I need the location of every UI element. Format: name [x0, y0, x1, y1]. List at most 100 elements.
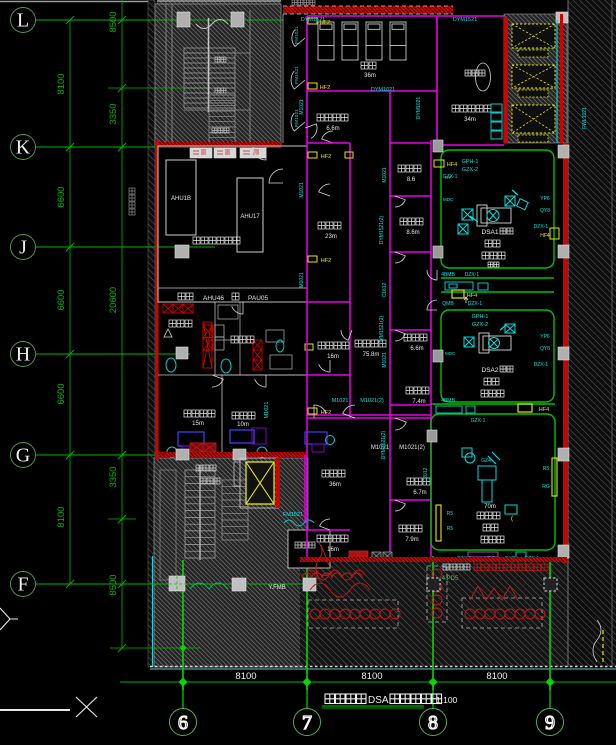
svg-text:75.8m: 75.8m — [363, 352, 380, 358]
svg-text:DSA1: DSA1 — [482, 229, 499, 236]
svg-text:K: K — [16, 137, 31, 159]
svg-text:4 PD5: 4 PD5 — [442, 576, 459, 582]
svg-text:8.6m: 8.6m — [406, 230, 419, 236]
svg-text:8100: 8100 — [235, 671, 256, 682]
svg-text:C1612: C1612 — [382, 282, 388, 297]
svg-text:G: G — [16, 445, 30, 467]
svg-text:36m: 36m — [364, 73, 376, 79]
svg-text:GZ4: GZ4 — [481, 458, 491, 464]
svg-text:M1021: M1021 — [382, 352, 388, 368]
svg-text:6600: 6600 — [56, 186, 67, 207]
svg-text:HF4: HF4 — [467, 293, 477, 299]
svg-text:HF4: HF4 — [447, 162, 457, 168]
svg-text:9: 9 — [545, 712, 555, 734]
svg-text:L: L — [17, 10, 29, 32]
svg-text:1:100: 1:100 — [436, 695, 458, 705]
svg-text:6.6m: 6.6m — [410, 346, 423, 352]
svg-text:DYM1521(2): DYM1521(2) — [379, 316, 385, 345]
svg-text:M1021: M1021 — [264, 402, 270, 419]
svg-text:DYM1521(2): DYM1521(2) — [381, 431, 387, 460]
svg-text:PAU05: PAU05 — [248, 295, 268, 302]
svg-text:MDC: MDC — [445, 351, 456, 356]
svg-text:GZX-2: GZX-2 — [462, 167, 478, 173]
svg-text:M1021: M1021 — [332, 398, 349, 404]
svg-text:6600: 6600 — [56, 289, 67, 310]
svg-text:16m: 16m — [327, 547, 339, 553]
svg-text:DYM1521(2): DYM1521(2) — [379, 216, 385, 245]
svg-text:HF2: HF2 — [321, 258, 331, 264]
svg-text:M1021: M1021 — [371, 445, 390, 451]
svg-text:8100: 8100 — [56, 506, 67, 527]
svg-text:HF4: HF4 — [540, 233, 550, 239]
svg-text:8500: 8500 — [108, 11, 119, 32]
svg-text:AHU1B: AHU1B — [171, 196, 191, 202]
svg-text:8100: 8100 — [361, 671, 382, 682]
svg-text:3350: 3350 — [108, 103, 119, 124]
svg-text:GZX-1: GZX-1 — [471, 418, 486, 424]
svg-text:GPH-1: GPH-1 — [472, 314, 489, 320]
svg-text:AHU17: AHU17 — [240, 214, 260, 220]
svg-text:FM1021: FM1021 — [294, 26, 300, 44]
svg-text:QY8: QY8 — [540, 346, 550, 352]
svg-text:8.6: 8.6 — [407, 177, 416, 183]
svg-text:8100: 8100 — [486, 671, 507, 682]
svg-text:KY: KY — [445, 175, 451, 180]
svg-text:DYM1021: DYM1021 — [416, 97, 422, 119]
svg-text:Y.FMB: Y.FMB — [268, 585, 286, 591]
svg-text:J: J — [19, 237, 27, 259]
svg-text:6.7m: 6.7m — [413, 490, 426, 496]
svg-text:M1021: M1021 — [299, 99, 305, 115]
svg-text:70m: 70m — [484, 504, 496, 510]
svg-text:GPH-1: GPH-1 — [462, 159, 479, 165]
svg-text:C2012: C2012 — [423, 467, 429, 482]
svg-text:HF2: HF2 — [321, 154, 331, 160]
svg-text:M1021: M1021 — [299, 272, 305, 288]
svg-text:34m: 34m — [464, 117, 476, 123]
svg-text:AHU46: AHU46 — [203, 295, 224, 302]
svg-text:FM1521: FM1521 — [294, 66, 300, 84]
svg-text:M1021: M1021 — [382, 167, 388, 183]
svg-text:6: 6 — [178, 712, 188, 734]
svg-text:10m: 10m — [237, 422, 249, 428]
svg-text:(: ( — [511, 516, 513, 522]
svg-text:6600: 6600 — [56, 383, 67, 404]
svg-text:7.4m: 7.4m — [412, 399, 425, 405]
svg-text:YP6: YP6 — [540, 196, 550, 202]
svg-text:DZX-1: DZX-1 — [534, 224, 549, 230]
svg-text:8100: 8100 — [56, 73, 67, 94]
svg-text:M1021: M1021 — [299, 182, 305, 198]
svg-text:15m: 15m — [192, 421, 204, 427]
svg-text:16m: 16m — [327, 354, 339, 360]
svg-text:DZX-1: DZX-1 — [468, 301, 483, 307]
svg-text:MDC: MDC — [443, 197, 454, 202]
svg-text:HF2: HF2 — [320, 20, 330, 26]
svg-text:YP6: YP6 — [540, 334, 550, 340]
svg-text:M1021(2): M1021(2) — [360, 398, 384, 404]
svg-text:23m: 23m — [325, 234, 337, 240]
svg-text:20600: 20600 — [108, 287, 119, 313]
svg-text:DYM1021: DYM1021 — [371, 87, 395, 93]
svg-text:QMB: QMB — [442, 301, 454, 307]
svg-text:DSA2: DSA2 — [482, 367, 499, 374]
svg-text:DSA: DSA — [368, 695, 389, 706]
svg-text:GZX-1: GZX-1 — [443, 174, 458, 180]
svg-text:R5: R5 — [447, 511, 454, 517]
svg-text:GZX-2: GZX-2 — [472, 322, 488, 328]
svg-text:DYM1521: DYM1521 — [301, 17, 325, 23]
svg-text:7.9m: 7.9m — [405, 537, 418, 543]
svg-text:36m: 36m — [329, 482, 341, 488]
svg-text:F: F — [17, 574, 28, 596]
svg-text:DYM1521: DYM1521 — [453, 17, 477, 23]
svg-text:QY8: QY8 — [540, 208, 550, 214]
svg-text:8: 8 — [428, 712, 438, 734]
svg-text:DZX-1: DZX-1 — [465, 272, 480, 278]
svg-text:4BMB: 4BMB — [441, 272, 455, 278]
svg-text:HF2: HF2 — [320, 85, 330, 91]
svg-text:HF4: HF4 — [539, 407, 549, 413]
svg-text:FM1521: FM1521 — [283, 512, 303, 518]
svg-text:DZX-1: DZX-1 — [534, 362, 549, 368]
svg-text:H: H — [16, 344, 30, 366]
svg-text:3350: 3350 — [108, 466, 119, 487]
svg-text:4BMB: 4BMB — [441, 398, 455, 404]
svg-text:7: 7 — [302, 712, 312, 734]
